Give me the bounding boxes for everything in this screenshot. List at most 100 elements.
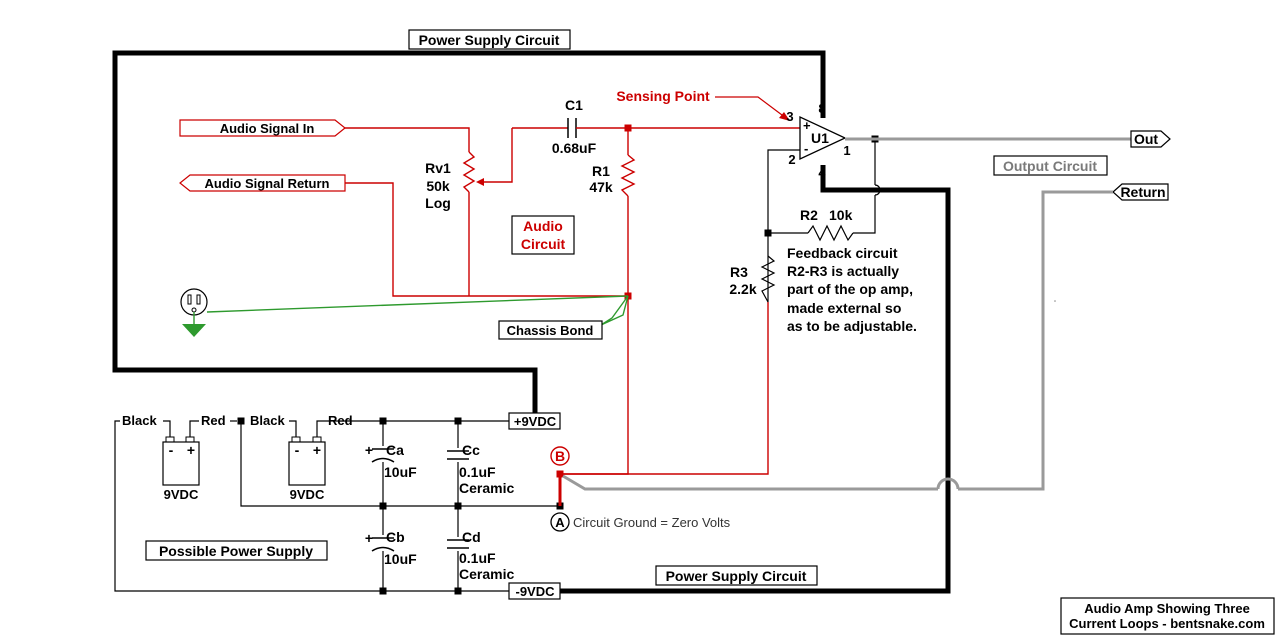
audio-in-wire (345, 127, 470, 152)
op-amp-u1: + - U1 3 8 2 1 4 (786, 101, 850, 180)
sensing-point-arrow (715, 96, 787, 119)
r2-right-wire (853, 195, 876, 234)
svg-text:U1: U1 (811, 130, 829, 146)
c1-name: C1 (565, 97, 583, 113)
chassis-bond-pointer (600, 295, 629, 326)
power-loop-bottom (560, 165, 951, 594)
power-outlet-icon (180, 288, 208, 316)
capacitor-cd: Cd 0.1uF Ceramic (445, 529, 514, 582)
r1-name: R1 (592, 163, 610, 179)
audio-return-wire (345, 182, 628, 297)
return-connector: Return (1112, 183, 1169, 201)
svg-text:B: B (555, 448, 565, 464)
svg-text:9VDC: 9VDC (290, 487, 325, 502)
r2-name: R2 (800, 207, 818, 223)
capacitor-ca: + Ca 10uF (365, 442, 417, 480)
r1-resistor (620, 154, 636, 197)
chassis-bond-wire (206, 295, 629, 313)
sensing-point-arrowhead (779, 112, 790, 121)
audio-circuit-label: Audio Circuit (511, 215, 575, 255)
b-node-wire (560, 456, 629, 475)
capacitor-cc: Cc 0.1uF Ceramic (445, 442, 514, 496)
ca-top-node (379, 417, 387, 425)
svg-text:Red: Red (201, 413, 226, 428)
audio-signal-return-connector: Audio Signal Return (179, 174, 346, 192)
svg-text:-: - (169, 442, 174, 458)
plus-rail-wire (240, 421, 560, 507)
rv1-value: 50k (426, 178, 450, 194)
sensing-node (624, 124, 632, 132)
svg-text:+: + (365, 442, 373, 458)
power-supply-title-bottom: Power Supply Circuit (655, 565, 818, 586)
battery-2: Black Red - + 9VDC (250, 413, 353, 502)
svg-text:Power Supply Circuit: Power Supply Circuit (666, 568, 807, 584)
svg-text:Audio: Audio (523, 218, 563, 234)
svg-text:Out: Out (1134, 131, 1158, 147)
svg-text:Output Circuit: Output Circuit (1003, 158, 1097, 174)
svg-text:R2-R3 is actually: R2-R3 is actually (787, 263, 899, 279)
svg-text:Return: Return (1120, 184, 1165, 200)
node-a-marker: A (550, 512, 570, 532)
svg-text:Red: Red (328, 413, 353, 428)
rv1-taper: Log (425, 195, 451, 211)
cd-bot-node (454, 587, 462, 595)
sensing-point-label: Sensing Point (616, 88, 710, 104)
svg-text:8: 8 (818, 101, 825, 116)
audio-signal-in-connector: Audio Signal In (179, 119, 346, 137)
svg-text:Chassis Bond: Chassis Bond (507, 323, 594, 338)
svg-text:A: A (555, 515, 565, 530)
node-b-marker: B (550, 446, 570, 466)
svg-text:-9VDC: -9VDC (515, 584, 555, 599)
bat2-black-node (244, 416, 248, 417)
r3-return-wire (560, 302, 769, 475)
cb-bot-node (379, 587, 387, 595)
svg-text:+: + (187, 442, 195, 458)
svg-text:Power Supply Circuit: Power Supply Circuit (419, 32, 560, 48)
battery-1: Black Red - + 9VDC (122, 413, 226, 502)
possible-power-supply-label: Possible Power Supply (145, 540, 328, 561)
r2-r3-node (764, 229, 772, 237)
svg-text:Audio Signal Return: Audio Signal Return (205, 176, 330, 191)
svg-text:-: - (804, 141, 808, 156)
output-dot (1054, 300, 1056, 302)
rv1-name: Rv1 (425, 160, 451, 176)
bat-junction-node (237, 417, 245, 425)
svg-text:made external so: made external so (787, 300, 901, 316)
capacitor-cb: + Cb 10uF (365, 529, 417, 567)
cc-mid-node (454, 502, 462, 510)
svg-text:Audio Amp Showing Three: Audio Amp Showing Three (1084, 601, 1250, 616)
svg-text:Black: Black (250, 413, 285, 428)
svg-text:+: + (803, 118, 811, 133)
svg-text:-: - (295, 442, 300, 458)
r2-resistor (807, 224, 854, 242)
feedback-note: Feedback circuit R2-R3 is actually part … (787, 245, 917, 334)
svg-text:Ceramic: Ceramic (459, 480, 514, 496)
r2-value: 10k (829, 207, 853, 223)
svg-text:9VDC: 9VDC (164, 487, 199, 502)
chassis-ground-icon (182, 324, 206, 337)
svg-text:Feedback circuit: Feedback circuit (787, 245, 898, 261)
svg-text:2: 2 (788, 152, 795, 167)
svg-text:10uF: 10uF (384, 464, 417, 480)
caption-box: Audio Amp Showing Three Current Loops - … (1060, 597, 1275, 635)
svg-text:Ca: Ca (386, 442, 404, 458)
power-supply-title-top: Power Supply Circuit (408, 29, 571, 50)
svg-text:+: + (365, 530, 373, 546)
ca-mid-node (379, 502, 387, 510)
r2-crossover-hop (874, 184, 881, 196)
c1-value: 0.68uF (552, 140, 597, 156)
svg-text:0.1uF: 0.1uF (459, 550, 496, 566)
svg-text:1: 1 (843, 143, 850, 158)
minus-9vdc-label: -9VDC (508, 582, 561, 600)
svg-text:+9VDC: +9VDC (514, 414, 557, 429)
svg-text:Cd: Cd (462, 529, 481, 545)
r1-value: 47k (589, 179, 613, 195)
svg-text:0.1uF: 0.1uF (459, 464, 496, 480)
svg-text:Audio Signal In: Audio Signal In (220, 121, 315, 136)
plus-9vdc-label: +9VDC (508, 412, 561, 430)
minus-rail-wire (114, 420, 509, 592)
cc-top-node (454, 417, 462, 425)
output-circuit-label: Output Circuit (993, 155, 1108, 176)
out-connector: Out (1130, 130, 1171, 148)
